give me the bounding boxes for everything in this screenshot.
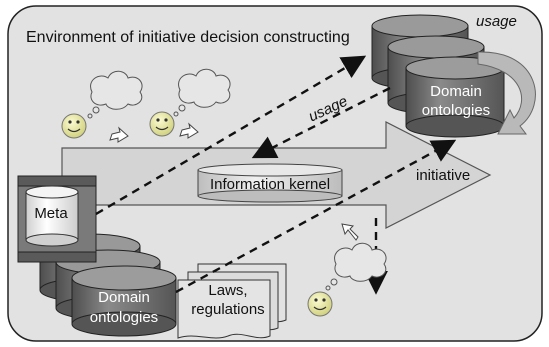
ontology-to-kernel-dashed-arrow [251,86,391,159]
thought-cloud-icon [325,242,387,291]
diagram-title: Environment of initiative decision const… [26,29,350,46]
thought-cloud-icon [87,70,143,119]
smiley-icon [149,111,175,137]
smiley-icon [61,113,87,139]
meta-block [17,175,97,263]
domain-ontologies-top-stack [371,14,505,138]
laws-to-ontology-dashed-arrow [175,139,457,294]
domain-ontologies-top-label: Domain ontologies [421,83,491,119]
laws-regulations-label: Laws, regulations [191,282,265,318]
usage-curved-arrow [477,51,536,135]
small-arrow-icon [109,126,129,143]
small-arrow-icon [179,122,199,139]
usage-label-top: usage [476,13,517,30]
meta-to-ontology-dashed-arrow [95,55,367,216]
information-kernel-cylinder [197,163,343,203]
laws-regulations-documents [177,263,287,339]
domain-ontologies-bottom-label: Domain ontologies [89,289,159,326]
smiley-icon [307,291,333,317]
initiative-label: initiative [416,167,471,184]
information-kernel-label: Information kernel [209,176,331,193]
small-arrow-icon [341,223,359,241]
thought-cloud-icon [173,68,231,117]
meta-label: Meta [34,205,68,222]
